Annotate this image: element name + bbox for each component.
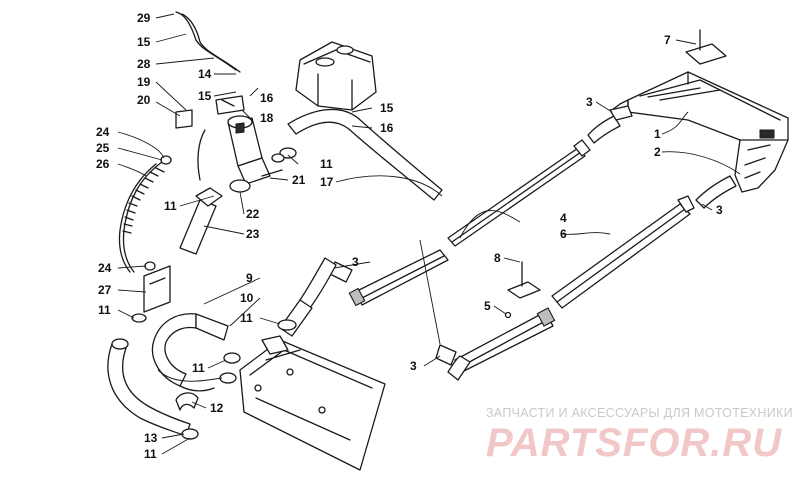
callout-12: 12 bbox=[210, 401, 224, 415]
hose-3-lower bbox=[435, 344, 471, 381]
callout-labels: 29 15 28 19 14 15 16 20 18 15 16 24 25 2… bbox=[96, 11, 723, 461]
cap-assembly-7 bbox=[685, 29, 727, 65]
clamp-21 bbox=[229, 179, 251, 193]
clamp-24-lower bbox=[144, 261, 156, 271]
callout-24: 24 bbox=[96, 125, 110, 139]
mounting-plate-20 bbox=[175, 109, 193, 129]
engine-panel bbox=[239, 335, 386, 471]
heat-exchanger-channel-left bbox=[348, 249, 449, 307]
bleeder-tube-28 bbox=[175, 11, 241, 73]
callout-3: 3 bbox=[410, 359, 417, 373]
watermark: ЗАПЧАСТИ И АКСЕССУАРЫ ДЛЯ МОТОТЕХНИКИ PA… bbox=[486, 406, 793, 465]
callout-6: 6 bbox=[560, 227, 567, 241]
heat-exchanger-assembly bbox=[611, 71, 789, 193]
callout-3: 3 bbox=[352, 255, 359, 269]
callout-9: 9 bbox=[246, 271, 253, 285]
callout-28: 28 bbox=[137, 57, 151, 71]
callout-1: 1 bbox=[654, 127, 661, 141]
callout-3: 3 bbox=[586, 95, 593, 109]
hose-3-middle bbox=[299, 257, 353, 309]
vent-line bbox=[197, 129, 206, 181]
callout-29: 29 bbox=[137, 11, 151, 25]
callout-7: 7 bbox=[664, 33, 671, 47]
hose-23 bbox=[179, 187, 223, 255]
leader-lines bbox=[117, 13, 741, 455]
callout-10: 10 bbox=[240, 291, 254, 305]
callout-18: 18 bbox=[260, 111, 274, 125]
clamp-12 bbox=[175, 392, 199, 411]
callout-11: 11 bbox=[192, 361, 205, 375]
fitting-25 bbox=[160, 155, 172, 165]
callout-23: 23 bbox=[246, 227, 260, 241]
callout-2: 2 bbox=[654, 145, 661, 159]
hose-9-10 bbox=[151, 313, 229, 392]
screw-5 bbox=[504, 311, 512, 319]
bracket-8 bbox=[507, 261, 541, 299]
callout-14: 14 bbox=[198, 67, 212, 81]
callout-13: 13 bbox=[144, 431, 158, 445]
watermark-logo: PARTSFOR.RU bbox=[486, 421, 782, 465]
callout-21: 21 bbox=[292, 173, 306, 187]
callout-26: 26 bbox=[96, 157, 110, 171]
coolant-reservoir bbox=[295, 41, 377, 111]
callout-11: 11 bbox=[98, 303, 111, 317]
callout-4: 4 bbox=[560, 211, 567, 225]
watermark-tagline: ЗАПЧАСТИ И АКСЕССУАРЫ ДЛЯ МОТОТЕХНИКИ bbox=[486, 406, 793, 420]
t-fitting-27 bbox=[143, 265, 171, 313]
callout-8: 8 bbox=[494, 251, 501, 265]
pump-housing bbox=[227, 115, 283, 189]
spring-hose-26 bbox=[118, 161, 165, 273]
callout-20: 20 bbox=[137, 93, 151, 107]
clamps-16-15 bbox=[271, 147, 297, 163]
callout-19: 19 bbox=[137, 75, 151, 89]
callout-15: 15 bbox=[137, 35, 151, 49]
hose-3-upper bbox=[587, 105, 633, 144]
coolant-tube-lower-6 bbox=[551, 195, 695, 309]
elbow-fitting-18 bbox=[215, 95, 245, 115]
callout-11: 11 bbox=[320, 157, 333, 171]
callout-15: 15 bbox=[380, 101, 394, 115]
callout-11: 11 bbox=[164, 199, 177, 213]
callout-3: 3 bbox=[716, 203, 723, 217]
hose-3-right bbox=[695, 175, 737, 209]
callout-11: 11 bbox=[240, 311, 253, 325]
clamps-11-lower bbox=[181, 352, 241, 440]
callout-5: 5 bbox=[484, 299, 491, 313]
callout-16: 16 bbox=[260, 91, 274, 105]
clamp-11-10 bbox=[277, 319, 297, 331]
callout-25: 25 bbox=[96, 141, 110, 155]
callout-15: 15 bbox=[198, 89, 212, 103]
callout-16: 16 bbox=[380, 121, 394, 135]
coolant-tube-upper-4 bbox=[447, 139, 591, 247]
outlet-hose-upper bbox=[287, 108, 443, 201]
hose-13 bbox=[107, 338, 191, 437]
callout-17: 17 bbox=[320, 175, 334, 189]
callout-22: 22 bbox=[246, 207, 260, 221]
clamp-11-left bbox=[131, 313, 147, 323]
callout-11: 11 bbox=[144, 447, 157, 461]
callout-24: 24 bbox=[98, 261, 112, 275]
callout-27: 27 bbox=[98, 283, 112, 297]
outlet-elbow-10 bbox=[279, 299, 313, 337]
